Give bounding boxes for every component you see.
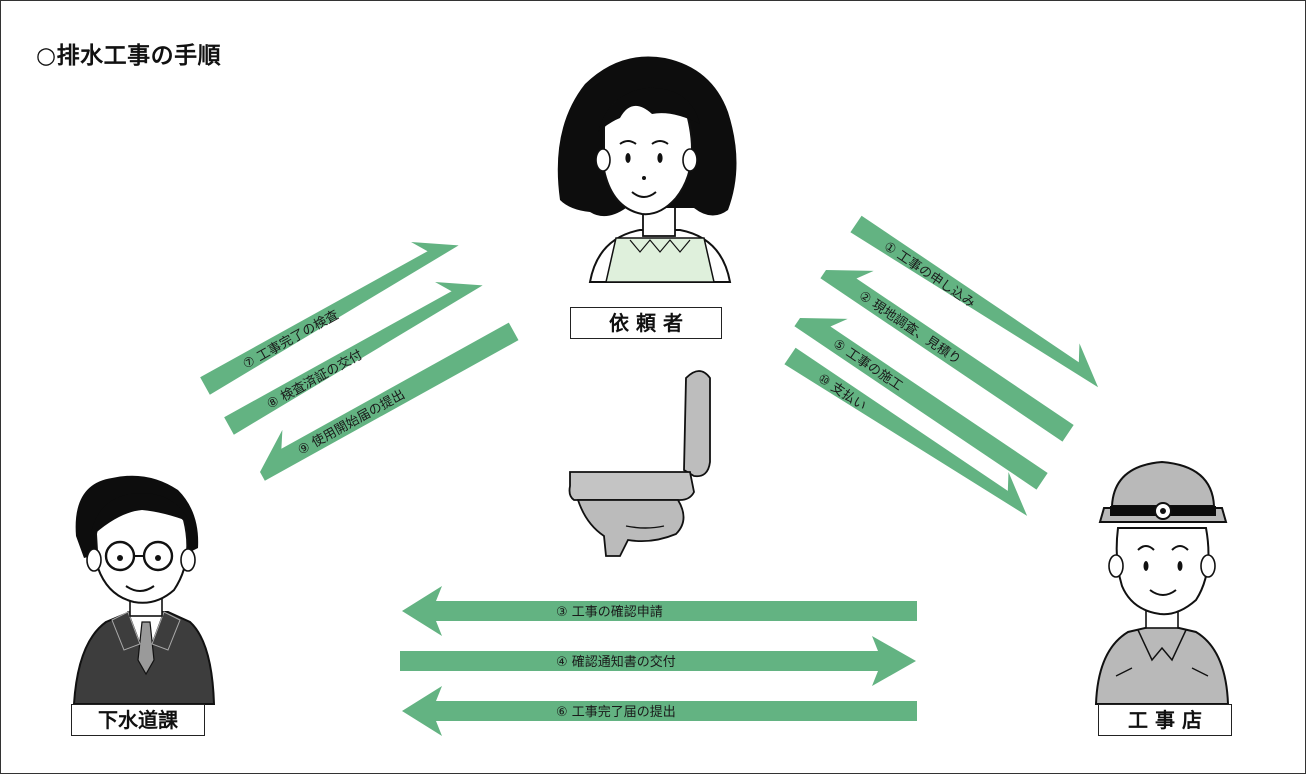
helmet-icon: [1112, 462, 1214, 506]
arrow-step-10: ⑩ 支払い: [784, 334, 1041, 524]
arrow-step-6: ⑥ 工事完了届の提出: [402, 686, 917, 736]
sewer-dept-figure: [74, 476, 214, 704]
arrow-step-3: ③ 工事の確認申請: [402, 586, 917, 636]
step-9-label: ⑨ 使用開始届の提出: [295, 386, 408, 458]
sewer-dept-label: 下水道課: [71, 704, 205, 736]
contractor-label: 工 事 店: [1098, 704, 1232, 736]
step-8-label: ⑧ 検査済証の交付: [264, 347, 365, 413]
apron: [606, 238, 714, 282]
requester-label: 依 頼 者: [570, 307, 722, 339]
arrow-step-4: ④ 確認通知書の交付: [400, 636, 916, 686]
step-1-label: ① 工事の申し込み: [881, 239, 978, 311]
step-6-label: ⑥ 工事完了届の提出: [556, 704, 676, 720]
requester-figure: [558, 56, 737, 282]
step-3-label: ③ 工事の確認申請: [556, 604, 663, 620]
contractor-figure: [1096, 462, 1228, 704]
toilet-icon: [570, 371, 711, 556]
step-4-label: ④ 確認通知書の交付: [556, 654, 676, 670]
